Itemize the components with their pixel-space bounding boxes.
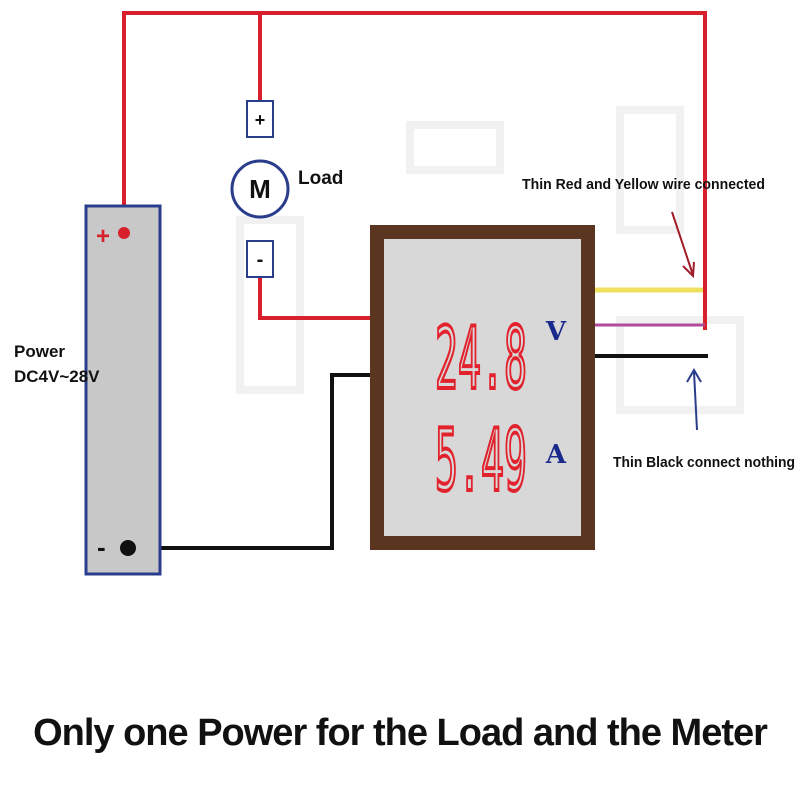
power-voltage-range: DC4V~28V: [14, 367, 100, 386]
motor-body: [230, 159, 290, 219]
battery-body: [84, 204, 162, 576]
black-note: Thin Black connect nothing: [613, 454, 795, 471]
battery-minus-terminal: [120, 540, 136, 556]
black-wires: [128, 354, 708, 550]
arrow-black: [693, 371, 698, 431]
red-yellow-note: Thin Red and Yellow wire connected: [522, 176, 765, 193]
motor-plus-sign: +: [255, 110, 266, 130]
meter-face: [384, 239, 581, 536]
arrow-black-head: [686, 368, 702, 383]
voltmeter-ammeter: 24.8 5.49 V A: [370, 225, 595, 550]
motor-load: M + -: [230, 100, 290, 278]
red-wire-top-loop: [122, 11, 707, 330]
battery-minus-sign: -: [97, 532, 106, 562]
watermark: [236, 106, 744, 414]
current-reading: 5.49: [435, 411, 527, 511]
motor-minus-sign: -: [257, 249, 264, 271]
red-wire-motor-to-meter: [258, 276, 374, 320]
motor-plus-terminal: [246, 100, 274, 138]
motor-minus-terminal: [246, 240, 274, 278]
arrow-red-yellow: [671, 211, 694, 276]
annotation-black: [686, 368, 702, 431]
power-label: Power: [14, 342, 65, 361]
annotation-red-yellow: [671, 211, 695, 279]
load-label: Load: [298, 168, 343, 189]
battery-plus-terminal: [118, 227, 130, 239]
diagram-caption: Only one Power for the Load and the Mete…: [33, 712, 768, 754]
current-unit: A: [545, 440, 567, 470]
black-wire-power-to-meter: [128, 373, 374, 550]
voltage-reading: 24.8: [435, 309, 527, 409]
power-supply: + -: [84, 204, 162, 576]
motor-symbol: M: [249, 174, 271, 204]
red-wires: [122, 11, 707, 330]
voltage-unit: V: [545, 317, 567, 347]
arrow-red-yellow-head: [682, 261, 695, 279]
battery-plus-sign: +: [96, 223, 110, 250]
